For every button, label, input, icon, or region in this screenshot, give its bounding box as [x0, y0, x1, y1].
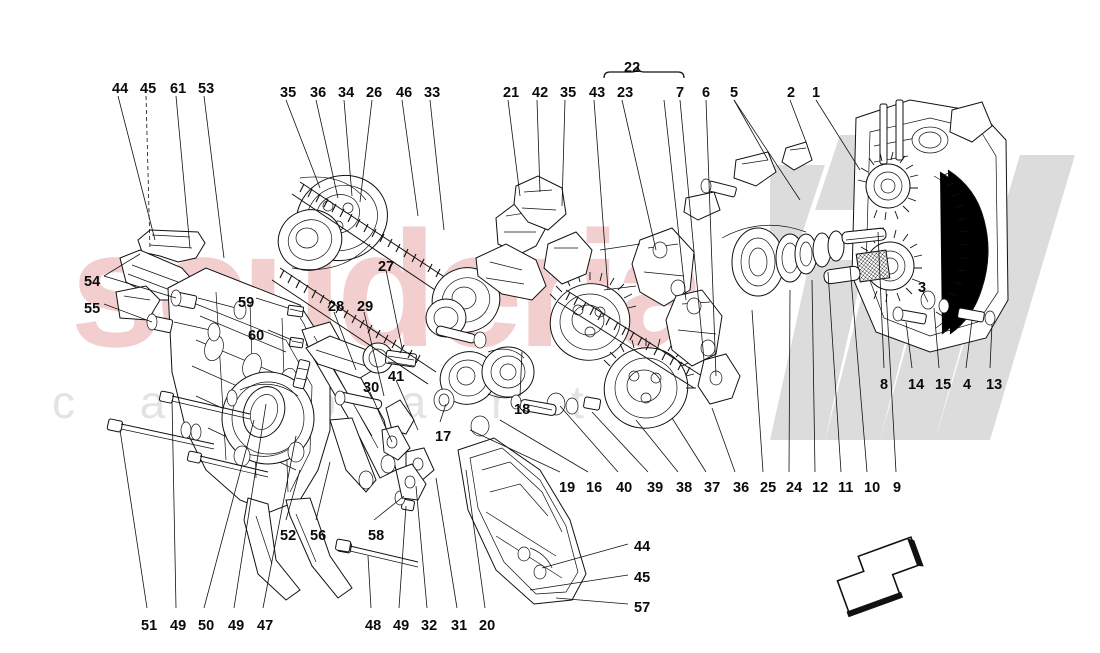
callout-number: 50	[198, 618, 215, 634]
callout-number: 35	[280, 85, 297, 101]
callout-number: 5	[730, 85, 739, 101]
callout-number: 13	[986, 377, 1003, 393]
callout-number: 20	[479, 618, 496, 634]
direction-arrow-shape	[836, 536, 924, 618]
callout-number: 45	[140, 81, 157, 97]
tensioner-bracket-center	[475, 175, 593, 301]
callout-number: 32	[421, 618, 438, 634]
callout-number: 16	[586, 480, 603, 496]
callout-number: 60	[248, 328, 265, 344]
callout-number: 38	[676, 480, 693, 496]
callout-number: 11	[838, 480, 854, 496]
callout-number: 24	[786, 480, 803, 496]
mid-right-brackets	[599, 227, 741, 405]
group-bracket-22	[603, 65, 685, 79]
callout-number: 28	[328, 299, 345, 315]
callout-group-number: 22	[624, 60, 641, 76]
callout-number: 51	[141, 618, 158, 634]
callout-number: 42	[532, 85, 549, 101]
timing-belt-lower-left	[271, 267, 437, 385]
callout-number: 39	[647, 480, 664, 496]
stud-parts-59-60	[287, 304, 311, 390]
leader-lines	[103, 95, 993, 609]
long-bolt-group-left	[106, 389, 419, 568]
callout-number: 58	[368, 528, 385, 544]
callout-number: 6	[702, 85, 711, 101]
timing-belt-upper	[291, 181, 453, 297]
callout-number: 36	[310, 85, 327, 101]
callout-number: 33	[424, 85, 441, 101]
callout-number: 44	[634, 539, 651, 555]
camshaft-and-seal-stack	[721, 224, 891, 297]
camshaft-pulley-upper-left	[277, 174, 388, 271]
right-bolt-washer-group	[892, 290, 996, 326]
callout-number: 59	[238, 295, 255, 311]
callout-number: 26	[366, 85, 383, 101]
callout-number: 56	[310, 528, 327, 544]
callout-number: 1	[812, 85, 821, 101]
small-parts-54-55	[146, 289, 247, 342]
callout-number: 3	[918, 280, 927, 296]
callout-number: 49	[393, 618, 410, 634]
callout-number: 27	[378, 259, 395, 275]
callout-number: 18	[514, 402, 531, 418]
callout-number: 2	[787, 85, 796, 101]
callout-number: 41	[388, 369, 405, 385]
callout-number: 12	[812, 480, 829, 496]
callout-number: 21	[503, 85, 520, 101]
callout-number: 54	[84, 274, 101, 290]
callout-number: 29	[357, 299, 374, 315]
callout-number: 14	[908, 377, 925, 393]
idler-pulley-center	[425, 267, 501, 349]
callout-number: 46	[396, 85, 413, 101]
callout-number: 43	[589, 85, 606, 101]
left-timing-cover-group	[115, 229, 397, 601]
callout-number: 40	[616, 480, 633, 496]
bottom-left-hardware	[335, 463, 427, 553]
callout-number: 35	[560, 85, 577, 101]
callout-number: 47	[257, 618, 274, 634]
callout-number: 49	[228, 618, 245, 634]
callout-number: 49	[170, 618, 187, 634]
callout-number: 4	[963, 377, 972, 393]
idler-pulley-left-lower	[439, 346, 535, 405]
lower-belt-cover	[457, 437, 587, 605]
callout-number: 15	[935, 377, 952, 393]
callout-number: 31	[451, 618, 468, 634]
callout-number: 8	[880, 377, 889, 393]
callout-number: 44	[112, 81, 129, 97]
callout-number: 25	[760, 480, 777, 496]
timing-belt-right	[557, 289, 703, 389]
callout-number: 9	[893, 480, 902, 496]
callout-number: 19	[559, 480, 576, 496]
callout-number: 10	[864, 480, 881, 496]
callout-number: 30	[363, 380, 380, 396]
callout-number: 17	[435, 429, 452, 445]
callout-number: 57	[634, 600, 651, 616]
callout-number: 7	[676, 85, 685, 101]
callout-number: 61	[170, 81, 187, 97]
tensioner-arm-assembly	[305, 335, 417, 410]
callout-number: 52	[280, 528, 297, 544]
callout-number: 53	[198, 81, 215, 97]
callout-number: 36	[733, 480, 750, 496]
callout-number: 23	[617, 85, 634, 101]
callout-number: 55	[84, 301, 101, 317]
right-upper-small-parts	[683, 141, 813, 221]
callout-number: 48	[365, 618, 382, 634]
callout-number: 34	[338, 85, 355, 101]
crank-sprocket-lower-center	[603, 338, 696, 429]
callout-number: 45	[634, 570, 651, 586]
callout-number: 37	[704, 480, 721, 496]
